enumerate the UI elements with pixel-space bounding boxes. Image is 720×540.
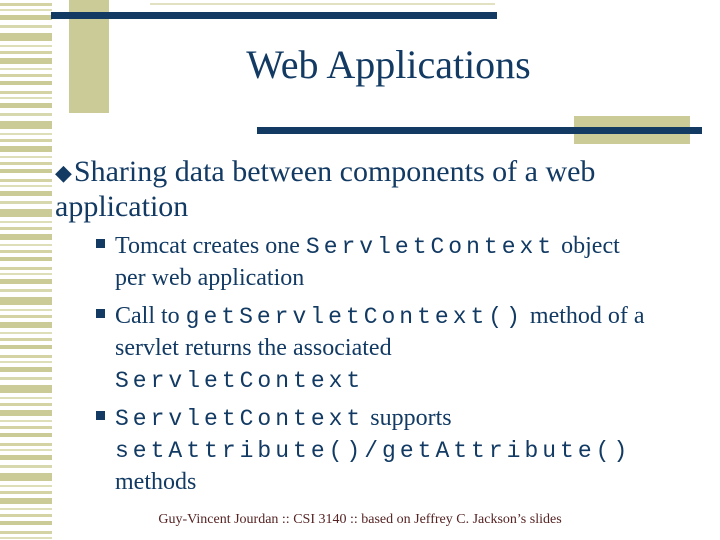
footer-credit: Guy-Vincent Jourdan :: CSI 3140 :: based…	[158, 512, 562, 527]
text-segment: per web application	[115, 265, 305, 291]
text-segment: application	[55, 190, 189, 223]
stripe-pattern-decoration	[0, 0, 52, 540]
square-bullet-icon	[96, 309, 105, 318]
bullet-item-level2: Tomcat creates one ServletContext object…	[55, 230, 703, 294]
slide-title: Web Applications	[246, 42, 531, 87]
title-underline-rule	[257, 127, 702, 134]
text-segment: method of a	[523, 303, 645, 329]
inline-code: getServletContext()	[185, 304, 524, 330]
square-bullet-icon	[96, 239, 105, 248]
bullet-text-line: methods	[115, 466, 703, 498]
bullet-text-line: ◆Sharing data between components of a we…	[55, 154, 703, 189]
text-segment: object	[555, 233, 620, 259]
bullet-item-level2: ServletContext supports setAttribute()/ge…	[55, 402, 703, 498]
bullet-text-block: ServletContext supports setAttribute()/ge…	[115, 402, 703, 498]
text-segment: supports	[364, 405, 452, 431]
bullet-text-line: Call to getServletContext() method of a	[115, 300, 703, 332]
inline-code: ServletContext	[115, 406, 365, 432]
bullet-item-level2: Call to getServletContext() method of a s…	[55, 300, 703, 396]
bullet-text-line: ServletContext supports	[115, 402, 703, 434]
bullet-text-block: Tomcat creates one ServletContext object…	[115, 230, 703, 294]
bullet-text-line: application	[55, 189, 703, 224]
text-segment: Sharing data between components of a web	[73, 155, 596, 188]
bullet-text-line: servlet returns the associated	[115, 332, 703, 364]
diamond-bullet-icon: ◆	[55, 161, 72, 186]
text-segment: servlet returns the associated	[115, 335, 392, 361]
inline-code: ServletContext	[115, 368, 365, 394]
inline-code: setAttribute()/getAttribute()	[115, 438, 632, 464]
slide-body: ◆Sharing data between components of a we…	[55, 154, 703, 504]
text-segment: Call to	[115, 303, 186, 329]
bullet-text-line: ServletContext	[115, 364, 703, 396]
square-bullet-icon	[96, 411, 105, 420]
inline-code: ServletContext	[305, 234, 556, 260]
bullet-text-line: setAttribute()/getAttribute()	[115, 434, 703, 466]
bullet-text-block: Call to getServletContext() method of a s…	[115, 300, 703, 396]
bullet-text-line: Tomcat creates one ServletContext object	[115, 230, 703, 262]
top-rule	[51, 12, 497, 19]
thin-accent-line	[150, 3, 495, 5]
text-segment: methods	[115, 469, 197, 495]
text-segment: Tomcat creates one	[115, 233, 306, 259]
bullet-text-line: per web application	[115, 262, 703, 294]
bullet-item-level1: ◆Sharing data between components of a we…	[55, 154, 703, 224]
